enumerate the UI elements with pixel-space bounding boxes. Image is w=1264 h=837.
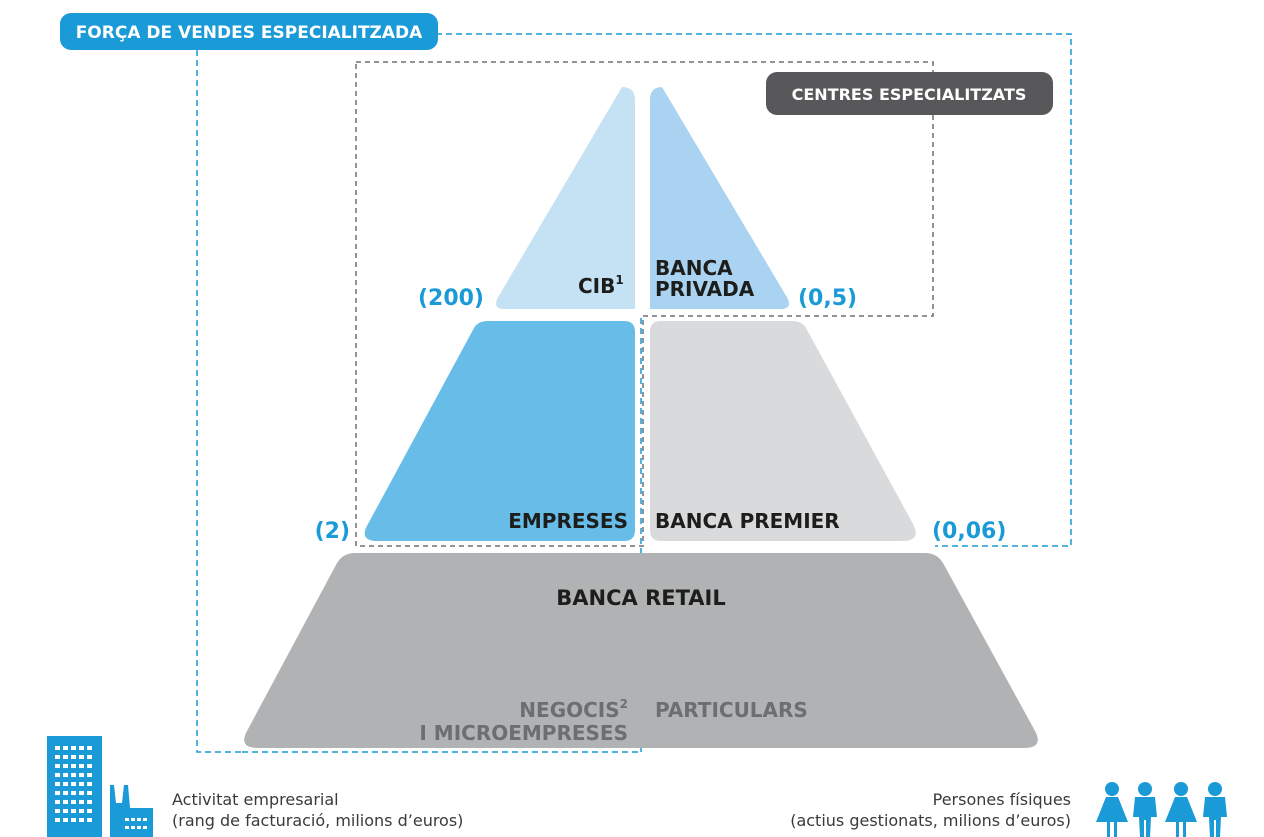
premier-threshold: (0,06) — [932, 519, 1006, 544]
sales-force-badge-label: FORÇA DE VENDES ESPECIALITZADA — [76, 23, 423, 43]
centres-badge — [766, 72, 1053, 115]
premier-banking-label: BANCA PREMIER — [655, 509, 840, 533]
right-caption-2: (actius gestionats, milions d’euros) — [790, 811, 1071, 830]
private-banking-segment — [650, 87, 789, 309]
premier-banking-segment — [650, 321, 916, 541]
cib-threshold: (200) — [418, 286, 484, 311]
people-icon — [1096, 782, 1227, 837]
business-label-2: I MICROEMPRESES — [419, 721, 628, 745]
private-banking-label-2: PRIVADA — [655, 277, 755, 301]
private-threshold: (0,5) — [798, 286, 857, 311]
companies-label: EMPRESES — [508, 509, 628, 533]
cib-segment — [496, 87, 635, 309]
centres-badge-label: CENTRES ESPECIALITZATS — [792, 85, 1027, 104]
private-banking-label-1: BANCA — [655, 256, 733, 280]
left-caption-1: Activitat empresarial — [172, 790, 339, 809]
retail-banking-label: BANCA RETAIL — [556, 586, 725, 610]
individuals-label: PARTICULARS — [655, 698, 808, 722]
right-caption-1: Persones físiques — [933, 790, 1071, 809]
retail-banking-segment — [244, 553, 1038, 748]
companies-threshold: (2) — [315, 519, 350, 544]
companies-segment — [364, 321, 635, 541]
business-building-icon — [47, 736, 102, 837]
left-caption-2: (rang de facturació, milions d’euros) — [172, 811, 463, 830]
sales-force-frame-left — [196, 50, 242, 753]
sales-force-frame — [436, 33, 1072, 547]
factory-icon — [110, 785, 153, 837]
centres-frame — [355, 61, 934, 547]
business-label-1: NEGOCIS2 — [519, 697, 628, 722]
sales-force-badge — [60, 13, 438, 50]
cib-label: CIB1 — [578, 273, 624, 298]
